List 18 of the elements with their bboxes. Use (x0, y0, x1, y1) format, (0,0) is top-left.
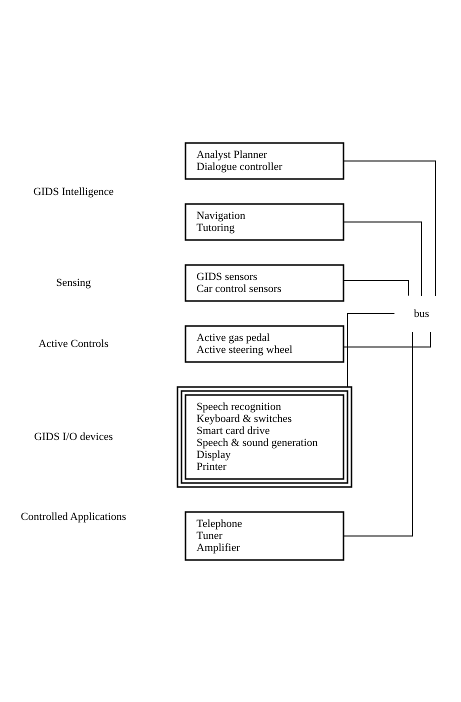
node-box: Active gas pedal Active steering wheel (184, 324, 344, 362)
label: Controlled Applications (20, 510, 126, 522)
connector (347, 312, 395, 387)
label: GIDS Intelligence (33, 185, 114, 198)
node-box: Speech recognition Keyboard & switches Smart card drive Speech & sound generation Display Printer (176, 386, 352, 488)
connector (343, 331, 413, 536)
node-box: Navigation Tutoring (184, 202, 344, 240)
label: GIDS I/O devices (34, 430, 113, 442)
connector (344, 160, 436, 296)
connector (343, 221, 422, 296)
label: Sensing (56, 276, 91, 288)
node-box: Analyst Planner Dialogue controller (184, 142, 344, 180)
node-box: Telephone Tuner Amplifier (184, 510, 344, 560)
node-box: GIDS sensors Car control sensors (184, 264, 344, 302)
connector (343, 280, 409, 296)
label: Active Controls (38, 337, 108, 350)
node-text: bus (414, 307, 430, 320)
connector (343, 331, 431, 347)
